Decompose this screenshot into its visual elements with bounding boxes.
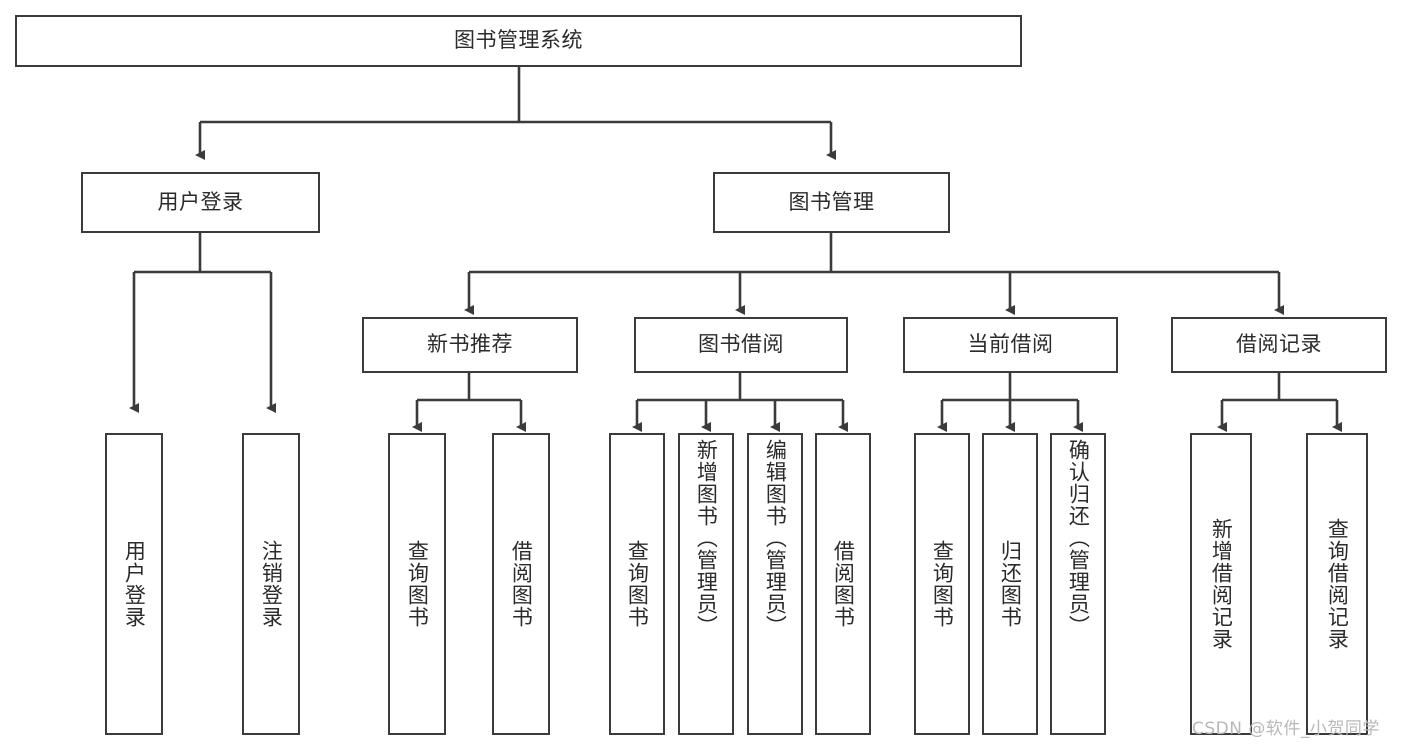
node-leaf-logout-label: 注销登录 — [259, 540, 284, 628]
node-current-borrow-label: 当前借阅 — [967, 332, 1054, 357]
node-leaf-query-book-1[interactable]: 查询图书 — [388, 433, 446, 735]
node-leaf-query-book-1-label: 查询图书 — [405, 540, 430, 628]
node-leaf-query-book-3-label: 查询图书 — [930, 540, 955, 628]
node-leaf-edit-book-label: 编辑图书（管理员） — [763, 439, 788, 637]
node-leaf-query-book-2[interactable]: 查询图书 — [609, 433, 665, 735]
node-leaf-borrow-book-2[interactable]: 借阅图书 — [815, 433, 871, 735]
node-leaf-query-book-2-label: 查询图书 — [625, 540, 650, 628]
node-root[interactable]: 图书管理系统 — [15, 15, 1022, 67]
node-leaf-query-book-3[interactable]: 查询图书 — [914, 433, 970, 735]
node-book-borrow[interactable]: 图书借阅 — [634, 317, 848, 373]
node-leaf-add-book[interactable]: 新增图书（管理员） — [678, 433, 734, 735]
node-leaf-borrow-book-2-label: 借阅图书 — [831, 540, 856, 628]
node-leaf-add-record[interactable]: 新增借阅记录 — [1190, 433, 1252, 735]
node-user-login[interactable]: 用户登录 — [81, 172, 320, 233]
node-leaf-confirm-return-label: 确认归还（管理员） — [1066, 439, 1091, 637]
node-leaf-query-record[interactable]: 查询借阅记录 — [1306, 433, 1368, 735]
csdn-watermark: CSDN @软件_小贺同学 — [1192, 719, 1380, 739]
node-leaf-user-login-label: 用户登录 — [122, 540, 147, 628]
node-leaf-query-record-label: 查询借阅记录 — [1325, 518, 1350, 650]
node-user-login-label: 用户登录 — [157, 189, 244, 214]
node-borrow-record[interactable]: 借阅记录 — [1171, 317, 1387, 373]
node-leaf-return-book-label: 归还图书 — [998, 540, 1023, 628]
node-new-book-recommend-label: 新书推荐 — [427, 332, 513, 357]
node-new-book-recommend[interactable]: 新书推荐 — [362, 317, 578, 373]
node-current-borrow[interactable]: 当前借阅 — [903, 317, 1118, 373]
node-leaf-add-record-label: 新增借阅记录 — [1209, 518, 1234, 650]
node-leaf-logout[interactable]: 注销登录 — [242, 433, 300, 735]
node-leaf-borrow-book-1[interactable]: 借阅图书 — [492, 433, 550, 735]
node-leaf-borrow-book-1-label: 借阅图书 — [509, 540, 534, 628]
node-leaf-edit-book[interactable]: 编辑图书（管理员） — [747, 433, 803, 735]
node-borrow-record-label: 借阅记录 — [1236, 332, 1322, 357]
node-book-manage-label: 图书管理 — [788, 189, 875, 214]
node-book-borrow-label: 图书借阅 — [698, 332, 784, 357]
node-leaf-return-book[interactable]: 归还图书 — [982, 433, 1038, 735]
node-leaf-confirm-return[interactable]: 确认归还（管理员） — [1050, 433, 1106, 735]
node-leaf-add-book-label: 新增图书（管理员） — [694, 439, 719, 637]
node-leaf-user-login[interactable]: 用户登录 — [105, 433, 163, 735]
node-book-manage[interactable]: 图书管理 — [713, 172, 950, 233]
node-root-label: 图书管理系统 — [454, 28, 583, 53]
